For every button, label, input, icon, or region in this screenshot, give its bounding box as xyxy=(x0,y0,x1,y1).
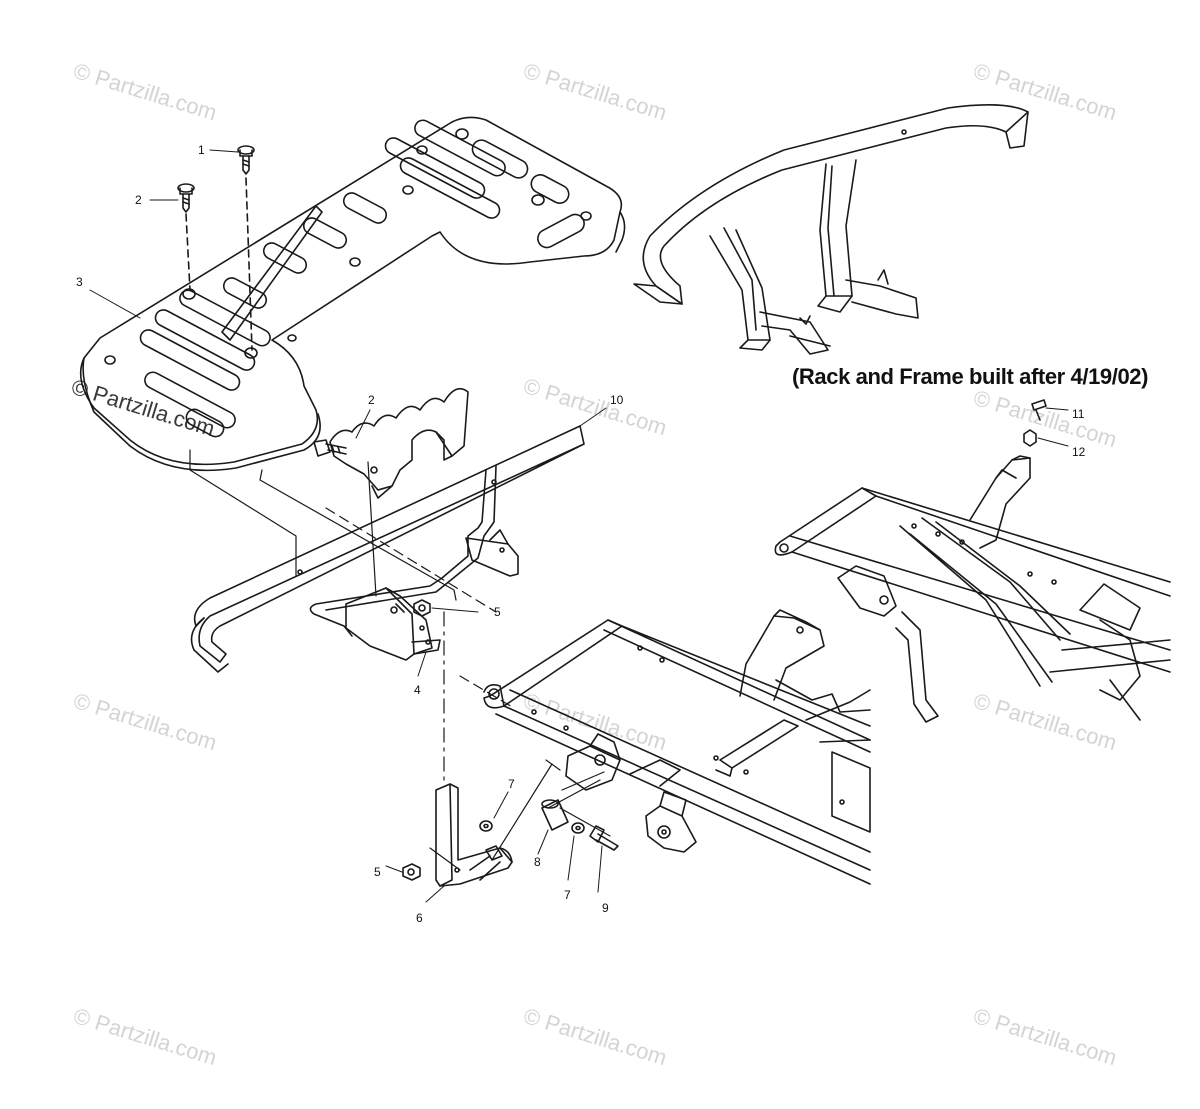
callout-number: 1 xyxy=(198,143,205,157)
callout-number: 2 xyxy=(368,393,375,407)
callout-number: 8 xyxy=(534,855,541,869)
assembly-lines xyxy=(189,449,611,871)
callout-number: 5 xyxy=(374,865,381,879)
nut-5-lower xyxy=(402,863,421,881)
callout-number: 10 xyxy=(610,393,624,407)
nut-5-upper xyxy=(413,599,431,617)
callout-leaders xyxy=(89,149,1069,903)
main-frame-later xyxy=(774,455,1171,723)
callout-number: 4 xyxy=(414,683,421,697)
screw-1 xyxy=(237,145,255,175)
screw-2 xyxy=(177,183,195,213)
washer-7-upper xyxy=(479,820,493,832)
main-frame xyxy=(483,609,871,885)
bolt-11 xyxy=(1031,399,1047,421)
bolt-9 xyxy=(589,825,619,851)
callout-number: 11 xyxy=(1072,407,1085,421)
screw-leaders xyxy=(185,177,253,351)
flap-bracket xyxy=(329,387,469,499)
callout-number: 7 xyxy=(508,777,515,791)
callout-number: 3 xyxy=(76,275,83,289)
rear-rack xyxy=(79,116,626,472)
nut-12 xyxy=(1023,429,1037,447)
hitch-bracket-6 xyxy=(435,783,513,887)
callout-number: 12 xyxy=(1072,445,1086,459)
callout-number: 6 xyxy=(416,911,423,925)
grab-rail xyxy=(190,425,585,673)
flap-bolt xyxy=(313,439,347,457)
callout-number: 9 xyxy=(602,901,609,915)
model-note: (Rack and Frame built after 4/19/02) xyxy=(792,364,1149,389)
callout-number: 5 xyxy=(494,605,501,619)
spacer-8 xyxy=(541,799,569,831)
washer-7-lower xyxy=(571,822,585,834)
callout-number: 2 xyxy=(135,193,142,207)
callout-number: 7 xyxy=(564,888,571,902)
rack-frame-later xyxy=(633,104,1029,355)
